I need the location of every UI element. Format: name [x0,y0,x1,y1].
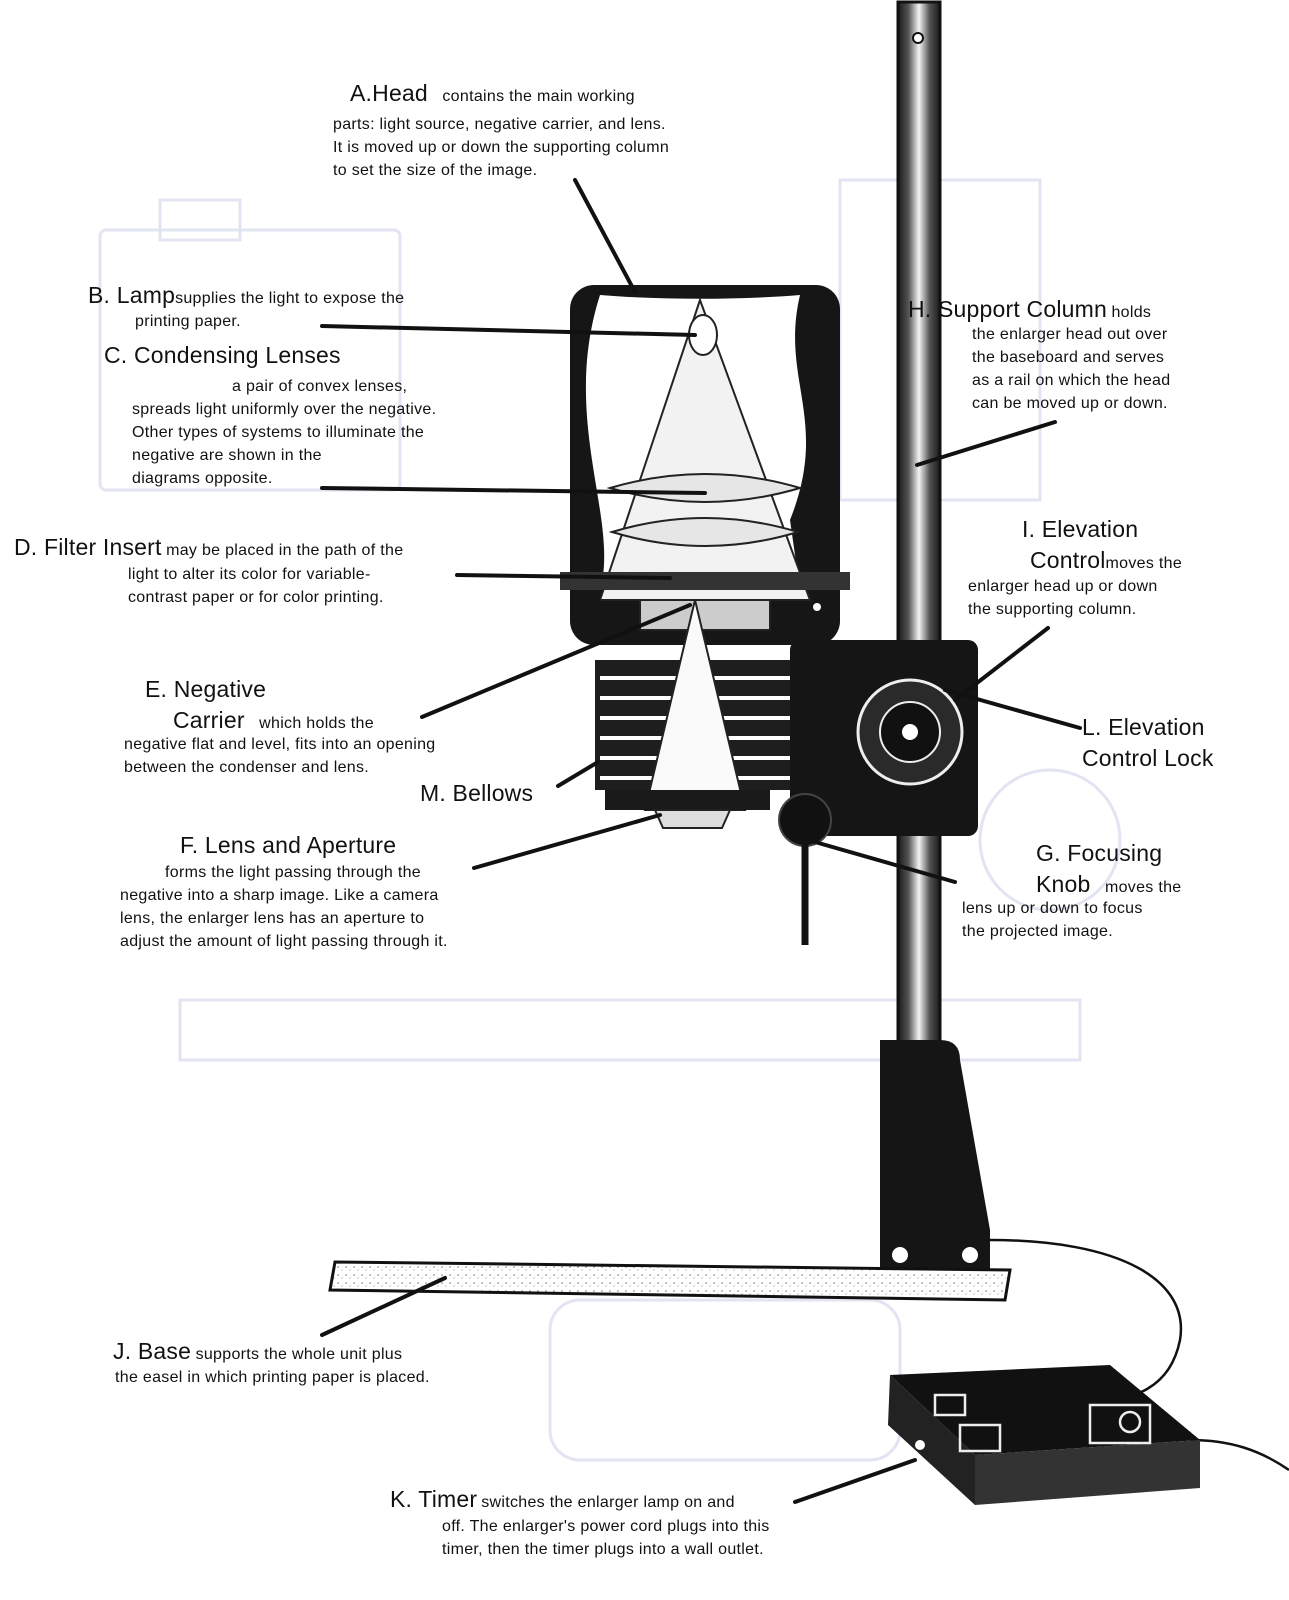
label-condensing-desc-3: negative are shown in the [132,446,322,464]
label-elevation-desc-1: enlarger head up or down [968,578,1158,595]
label-head-desc-1: parts: light source, negative carrier, a… [333,116,666,133]
label-head: A.Head contains the main working [350,80,635,107]
lens [653,809,732,829]
bleed-through-sketch [98,178,1122,1462]
label-focus: G. Focusing [1036,840,1162,867]
label-lock: L. Elevation Control Lock [1082,714,1214,772]
label-support-body: the enlarger head out over the baseboard… [972,326,1170,414]
label-timer-desc-2: timer, then the timer plugs into a wall … [442,1540,764,1558]
label-negative-2: Carrier which holds the [173,707,374,734]
timer-front [888,1375,975,1505]
label-negative-title2: Carrier [173,707,245,733]
label-bellows-title: M. Bellows [420,780,534,806]
label-elevation-body: enlarger head up or down the supporting … [968,578,1158,620]
label-negative-title1: E. Negative [145,676,267,702]
label-negative-desc-1: negative flat and level, fits into an op… [124,736,436,753]
lens-board [605,790,770,810]
label-condensing-title: C. Condensing Lenses [104,342,341,368]
label-head-body: parts: light source, negative carrier, a… [333,116,669,181]
label-lens-desc-0: forms the light passing through the [165,864,421,881]
label-negative-body: negative flat and level, fits into an op… [124,736,435,778]
label-support-title: H. Support Column [908,296,1107,322]
label-lens-title: F. Lens and Aperture [180,832,397,858]
label-elevation-desc-2: the supporting column. [968,600,1137,618]
label-focus-title2: Knob [1036,871,1091,897]
label-filter-desc-1: light to alter its color for variable- [128,566,371,583]
label-lamp-body: printing paper. [135,313,241,332]
label-focus-desc-1: lens up or down to focus [962,900,1143,917]
label-lens-desc-2: lens, the enlarger lens has an aperture … [120,909,425,927]
label-condensing-desc-1: spreads light uniformly over the negativ… [132,400,437,418]
label-filter-title: D. Filter Insert [14,534,162,560]
label-filter-desc-2: contrast paper or for color printing. [128,588,384,606]
label-lock-title1: L. Elevation [1082,714,1205,740]
label-condensing-desc-0: a pair of convex lenses, [232,378,408,395]
label-lens-desc-3: adjust the amount of light passing throu… [120,932,448,950]
label-base-body: the easel in which printing paper is pla… [115,1369,430,1388]
label-head-title: A.Head [350,80,428,106]
label-elevation-title2: Control [1030,547,1106,573]
label-support: H. Support Column holds [908,296,1151,323]
label-head-desc-3: to set the size of the image. [333,161,538,179]
label-negative: E. Negative [145,676,266,703]
label-elevation: I. Elevation [1022,516,1138,543]
label-filter-body: light to alter its color for variable- c… [128,566,384,608]
label-elevation-title1: I. Elevation [1022,516,1139,542]
leader-lines [320,178,1082,1504]
label-lamp: B. Lampsupplies the light to expose the [88,282,404,309]
label-bellows: M. Bellows [420,780,533,807]
label-lock-title2: Control Lock [1082,745,1214,772]
label-negative-desc-0: which holds the [259,715,374,732]
label-negative-desc-2: between the condenser and lens. [124,758,370,776]
timer-jack [915,1440,925,1450]
label-timer-body: off. The enlarger's power cord plugs int… [442,1518,770,1560]
label-lamp-title: B. Lamp [88,282,176,308]
label-focus-2: Knob moves the [1036,871,1181,898]
column-bracket [880,1040,990,1270]
label-support-desc-0: holds [1111,304,1152,321]
label-support-desc-4: can be moved up or down. [972,394,1168,412]
label-head-desc-0: contains the main working [442,88,635,105]
column-hole [912,32,924,44]
label-focus-title1: G. Focusing [1036,840,1163,866]
condenser-lens [606,473,804,503]
label-timer-desc-1: off. The enlarger's power cord plugs int… [442,1518,770,1535]
label-base-desc-0: supports the whole unit plus [195,1346,403,1363]
negative-carrier [639,599,771,631]
label-condensing: C. Condensing Lenses [104,342,341,369]
condenser-lens [608,517,802,547]
label-head-desc-2: It is moved up or down the supporting co… [333,138,670,156]
label-focus-desc-0: moves the [1104,879,1182,896]
label-support-desc-1: the enlarger head out over [972,326,1168,343]
label-base: J. Base supports the whole unit plus [113,1338,402,1365]
label-timer-title: K. Timer [390,1486,478,1512]
outlet-cord [1189,1438,1289,1472]
baseboard [328,1260,1012,1302]
filter-drawer [560,572,850,590]
label-focus-body: lens up or down to focus the projected i… [962,900,1143,942]
timer-side [975,1440,1200,1505]
label-lamp-desc-0: supplies the light to expose the [175,290,405,307]
label-base-title: J. Base [113,1338,192,1364]
label-timer-desc-0: switches the enlarger lamp on and [481,1494,735,1511]
label-elevation-2: Controlmoves the [1030,547,1182,574]
label-filter: D. Filter Insert may be placed in the pa… [14,534,403,561]
label-condensing-body: a pair of convex lenses, spreads light u… [132,378,436,488]
label-lens: F. Lens and Aperture [180,832,396,859]
label-support-desc-3: as a rail on which the head [972,371,1171,389]
label-lamp-desc-1: printing paper. [135,313,241,330]
label-support-desc-2: the baseboard and serves [972,348,1165,366]
label-focus-desc-2: the projected image. [962,922,1113,940]
label-condensing-desc-2: Other types of systems to illuminate the [132,423,425,441]
timer-top [890,1365,1200,1455]
label-lens-body: forms the light passing through the nega… [120,864,448,952]
label-condensing-desc-4: diagrams opposite. [132,469,273,487]
label-elevation-desc-0: moves the [1105,555,1183,572]
label-base-desc-1: the easel in which printing paper is pla… [115,1369,430,1386]
label-lens-desc-1: negative into a sharp image. Like a came… [120,886,439,904]
label-filter-desc-0: may be placed in the path of the [166,542,404,559]
